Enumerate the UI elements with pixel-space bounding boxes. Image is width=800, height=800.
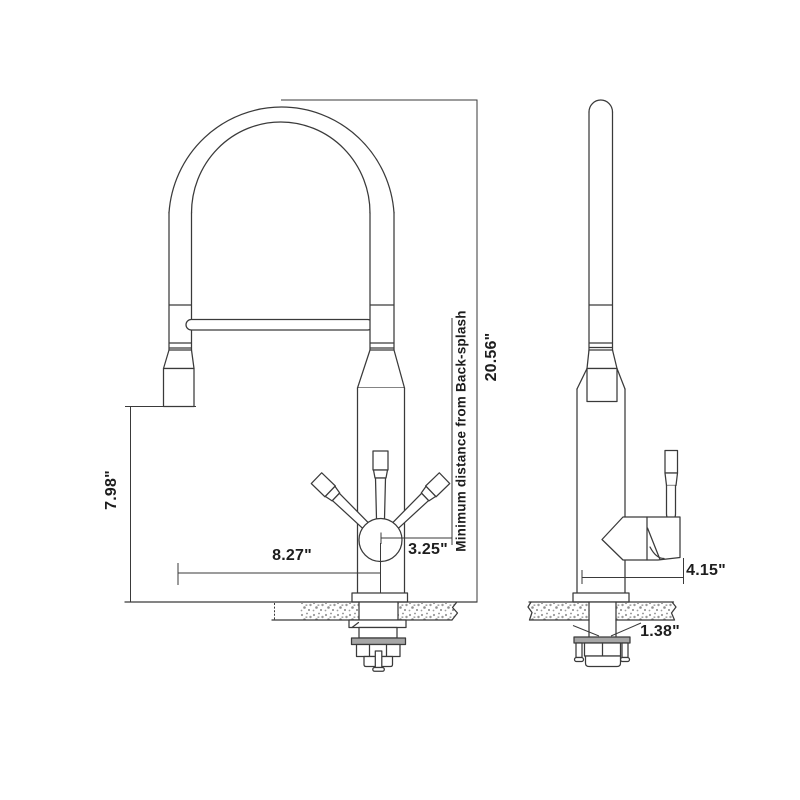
side-valve-body — [601, 516, 681, 561]
base-flange-side — [572, 592, 630, 603]
backsplash-note: Minimum distance from Back-splash — [453, 310, 469, 552]
faucet-front-view — [124, 106, 478, 672]
mounting-hardware-front — [348, 619, 407, 672]
spring-arch — [168, 106, 395, 214]
dim-spout-reach — [177, 563, 381, 585]
spring-crossbar — [185, 318, 374, 331]
mounting-washer-side — [573, 636, 631, 644]
side-body — [576, 367, 626, 594]
handle-up-position — [372, 450, 389, 520]
dim-label-mount-hole: 1.38" — [640, 623, 680, 640]
mounting-hardware-side — [573, 636, 631, 668]
dim-label-handle-depth: 4.15" — [686, 562, 726, 579]
dim-label-spout-reach: 8.27" — [272, 547, 312, 564]
mounting-washer-front — [350, 637, 407, 646]
handle-left-position — [310, 472, 369, 529]
dim-center-to-backsplash — [380, 532, 452, 544]
handle-positions — [310, 450, 451, 563]
arch-right-tube — [369, 211, 395, 351]
side-tube — [588, 99, 614, 353]
countertop-side — [527, 601, 677, 638]
dim-label-head-to-counter: 7.98" — [103, 470, 120, 510]
arch-left-tube — [168, 211, 193, 351]
dim-head-to-counter — [125, 406, 196, 602]
dim-label-center-to-backsplash: 3.25" — [408, 541, 448, 558]
hole-leader-lines — [572, 622, 642, 637]
dim-handle-depth — [581, 558, 684, 584]
countertop-front — [124, 601, 478, 621]
dimension-lines — [125, 99, 684, 602]
faucet-side-view — [527, 99, 681, 668]
dim-label-overall-height: 20.56" — [483, 332, 500, 382]
base-flange-front — [351, 592, 409, 603]
spray-head — [162, 349, 195, 408]
side-spray-head — [586, 349, 618, 403]
side-handle-lever — [664, 449, 679, 521]
dim-overall-height — [281, 99, 478, 602]
